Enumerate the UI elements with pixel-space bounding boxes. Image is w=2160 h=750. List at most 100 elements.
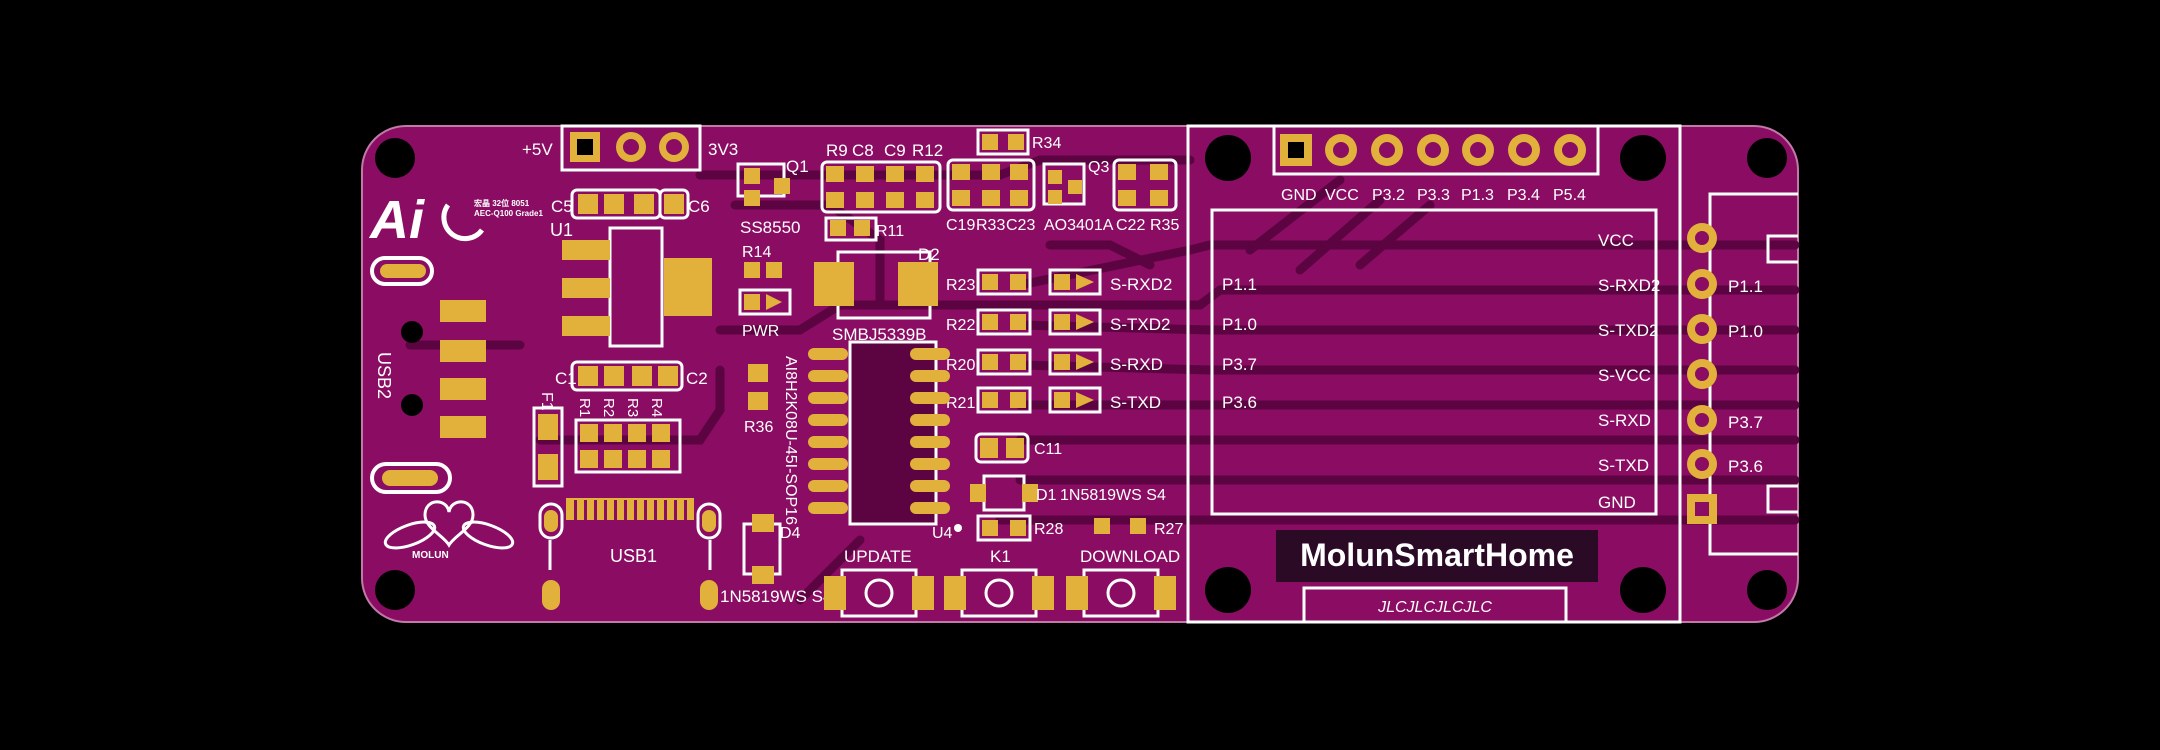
u4-pin1-dot (954, 524, 962, 532)
module-left-pin-2: P3.7 (1222, 355, 1257, 374)
usb2-pad (380, 264, 426, 278)
r28-pad (1010, 520, 1026, 536)
label-3v3: 3V3 (708, 140, 738, 159)
mount-hole (375, 138, 415, 178)
molun-wordmark: MOLUN (412, 550, 449, 561)
passives-r9-r12 (820, 160, 942, 214)
module-left-pin-1: P1.0 (1222, 315, 1257, 334)
q1-pad (744, 190, 760, 206)
label-c1: C1 (555, 369, 577, 388)
label-r4: R4 (648, 398, 665, 417)
r28-outline (976, 514, 1032, 542)
label-r11: R11 (876, 223, 904, 240)
cap-c5-c6 (570, 188, 690, 220)
label-c6: C6 (688, 197, 710, 216)
r11-pad (854, 220, 870, 236)
oled-header-outline (1272, 124, 1600, 176)
usb-hole (401, 321, 423, 343)
usb2-shell (370, 256, 434, 286)
label-smbj5339b: SMBJ5339B (832, 325, 927, 344)
oled-pin-label-3: P3.3 (1417, 187, 1450, 204)
brand-text: MolunSmartHome (1300, 537, 1574, 573)
r36-pad (748, 392, 768, 410)
label-r27: R27 (1154, 521, 1183, 538)
edge-pin-label-0: P1.1 (1728, 277, 1763, 296)
edge-pin-label-3: P3.7 (1728, 413, 1763, 432)
d4-pad (752, 566, 774, 584)
oled-header-pin-hole (1288, 142, 1304, 158)
resistors-r1-r4 (574, 418, 682, 474)
edge-header-pin-holes (1695, 231, 1709, 516)
mount-hole (1620, 135, 1666, 181)
module-right-pin-3: S-VCC (1598, 366, 1651, 385)
passives-c22-r35 (1112, 158, 1178, 212)
label-usb1: USB1 (610, 546, 657, 566)
label-r34: R34 (1032, 135, 1061, 152)
label-plus5v: +5V (522, 140, 553, 159)
k1-button[interactable] (944, 568, 1054, 618)
label-s-txd-led: S-TXD (1110, 393, 1161, 412)
module-right-pin-0: VCC (1598, 231, 1634, 250)
cap-c1-c2 (570, 360, 684, 392)
module-right-pin-1: S-RXD2 (1598, 276, 1660, 295)
q1-pad (744, 168, 760, 184)
fuse-f1-pad (538, 414, 558, 440)
logo-ai: Ai (368, 190, 425, 250)
usb1-connector (538, 498, 722, 610)
c11-pad (1006, 438, 1024, 458)
label-ao3401a: AO3401A (1044, 217, 1114, 234)
label-r2: R2 (600, 398, 617, 417)
label-ss8550: SS8550 (740, 218, 801, 237)
q3-pad (1068, 180, 1082, 194)
mount-hole (1205, 135, 1251, 181)
u4-pads (808, 348, 950, 514)
label-update: UPDATE (844, 547, 912, 566)
power-header-pin-hole (666, 139, 682, 155)
r11-outline (824, 216, 878, 242)
label-d4-part: 1N5819WS S4 (720, 587, 832, 606)
label-c11: C11 (1034, 441, 1062, 458)
u4-outline (848, 340, 938, 526)
label-q1: Q1 (786, 157, 809, 176)
module-right-pin-5: S-TXD (1598, 456, 1649, 475)
label-r22: R22 (946, 317, 975, 334)
brand-plate (1276, 530, 1598, 582)
label-r20: R20 (946, 357, 975, 374)
r28-pad (982, 520, 998, 536)
label-r21: R21 (946, 395, 975, 412)
label-u4: U4 (932, 525, 953, 542)
label-r23: R23 (946, 277, 975, 294)
module-right-pin-6: GND (1598, 493, 1636, 512)
label-c2: C2 (686, 369, 708, 388)
label-c8: C8 (852, 141, 874, 160)
d1-pad (970, 484, 986, 502)
mount-hole (1620, 567, 1666, 613)
module-right-pin-4: S-RXD (1598, 411, 1651, 430)
r34-pad (982, 134, 998, 150)
q3-outline (1042, 162, 1086, 206)
label-c23: C23 (1006, 217, 1035, 234)
fuse-f1-pad (538, 454, 558, 480)
power-header-pin-hole (577, 139, 593, 155)
edge-pin-label-1: P1.0 (1728, 322, 1763, 341)
power-header-outline (560, 124, 702, 172)
label-c22: C22 (1116, 217, 1145, 234)
update-button[interactable] (824, 568, 934, 618)
r14-pad (744, 262, 760, 278)
r27-pad (1094, 518, 1110, 534)
label-u1: U1 (550, 220, 573, 240)
resistor-row-r23 (976, 268, 1102, 296)
label-d4: D4 (780, 525, 801, 542)
download-button[interactable] (1066, 568, 1176, 618)
logo-tagline-cn: 宏晶 32位 8051 (474, 198, 530, 208)
logo-swirl-icon (441, 203, 485, 242)
usb2-shell (370, 462, 452, 494)
oled-header-pin-holes (1333, 142, 1578, 158)
c11-outline (974, 432, 1030, 464)
module-right-pin-2: S-TXD2 (1598, 321, 1658, 340)
label-s-rxd2-led: S-RXD2 (1110, 275, 1172, 294)
label-s-txd2-led: S-TXD2 (1110, 315, 1170, 334)
oled-pin-label-0: GND (1281, 187, 1317, 204)
resistor-row-r20 (976, 348, 1102, 376)
